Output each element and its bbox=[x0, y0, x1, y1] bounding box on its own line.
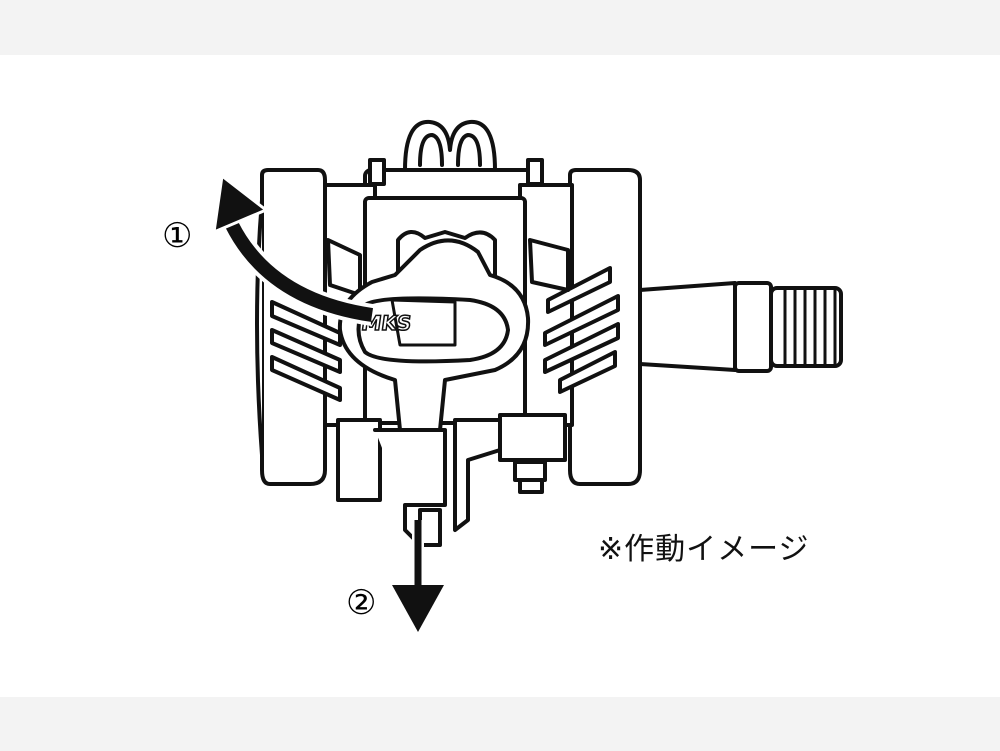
curved-arrow-up-left-icon bbox=[212, 173, 374, 326]
bottom-band bbox=[0, 697, 1000, 751]
bottom-binding bbox=[336, 413, 567, 547]
pedal-spindle bbox=[638, 281, 843, 373]
cleat bbox=[337, 238, 531, 440]
right-cage bbox=[518, 168, 642, 486]
top-binding bbox=[363, 119, 544, 204]
top-band bbox=[0, 0, 1000, 55]
arrow-down-icon bbox=[392, 520, 444, 632]
operation-image-note: ※作動イメージ bbox=[598, 532, 810, 567]
step-1-label: ① bbox=[162, 216, 193, 256]
step-2-label: ② bbox=[346, 583, 377, 623]
